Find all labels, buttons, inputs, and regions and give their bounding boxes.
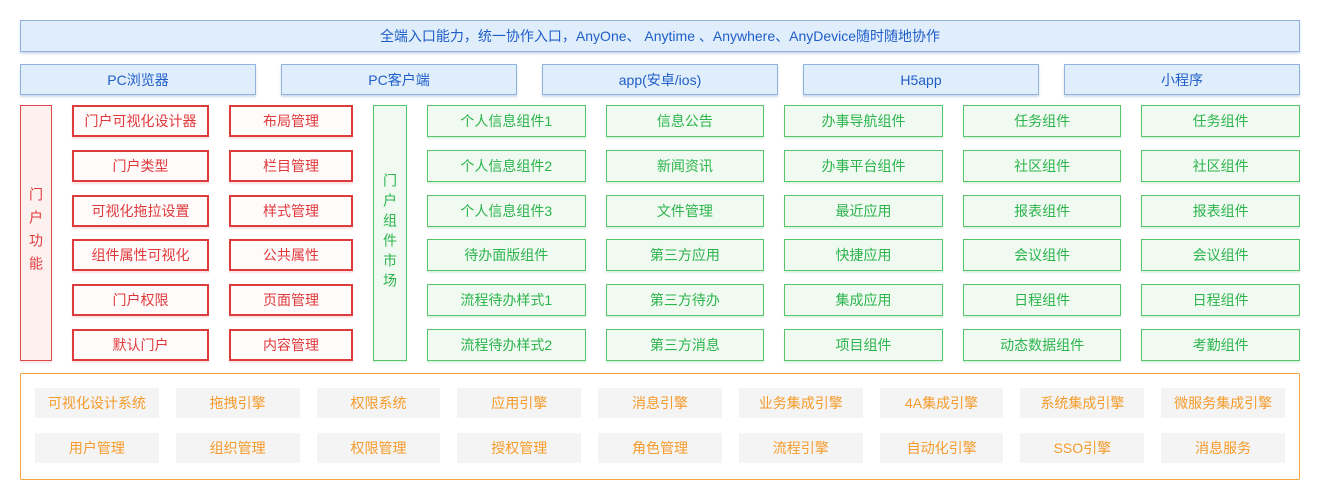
component-box: 办事平台组件 — [784, 149, 943, 182]
foundation-row-2: 用户管理组织管理权限管理授权管理角色管理流程引擎自动化引擎 SSO引擎消息服务 — [35, 433, 1286, 463]
foundation-box: 授权管理 — [457, 433, 582, 463]
channel-box: PC客户端 — [281, 64, 517, 95]
component-market-column-1: 个人信息组件1 个人信息组件2 个人信息组件3 待办面版组件流程待办样式1 流程待办样式… — [427, 105, 586, 361]
foundation-box: 业务集成引擎 — [738, 388, 863, 418]
component-box: 个人信息组件1 — [427, 105, 586, 137]
foundation-box: 权限管理 — [316, 433, 441, 463]
foundation-box: 微服务集成引擎 — [1161, 388, 1286, 418]
component-box: 第三方应用 — [605, 239, 765, 272]
component-box: 日程组件 — [962, 284, 1122, 317]
foundation-box: 拖拽引擎 — [175, 388, 300, 418]
channel-row: PC浏览器 PC客户端 app(安卓/ios) H5app 小程序 — [20, 64, 1300, 95]
portal-function-box: 页面管理 — [229, 284, 353, 317]
portal-section: 门户功能 门户可视化设计器门户类型可视化拖拉设置组件属性可视化门户权限默认门户 … — [20, 105, 1300, 361]
portal-function-box: 内容管理 — [229, 328, 353, 361]
portal-function-box: 栏目管理 — [229, 149, 353, 182]
component-box: 办事导航组件 — [784, 105, 943, 137]
component-market-column-2: 信息公告新闻资讯文件管理第三方应用第三方待办第三方消息 — [605, 105, 765, 361]
portal-function-box: 可视化拖拉设置 — [72, 194, 209, 227]
component-box: 新闻资讯 — [605, 149, 765, 182]
component-box: 动态数据组件 — [962, 328, 1122, 361]
component-box: 任务组件 — [1141, 105, 1300, 137]
component-box: 待办面版组件 — [427, 239, 586, 272]
component-box: 日程组件 — [1141, 284, 1300, 317]
channel-box: app(安卓/ios) — [542, 64, 778, 95]
foundation-row-1: 可视化设计系统拖拽引擎权限系统应用引擎消息引擎业务集成引擎 4A集成引擎系统集成引… — [35, 388, 1286, 418]
component-box: 个人信息组件2 — [427, 149, 586, 182]
component-box: 第三方消息 — [605, 328, 765, 361]
foundation-box: 流程引擎 — [738, 433, 863, 463]
component-box: 流程待办样式2 — [427, 328, 586, 361]
portal-function-box: 组件属性可视化 — [72, 239, 209, 272]
channel-box: H5app — [803, 64, 1039, 95]
component-market-column-3: 办事导航组件办事平台组件最近应用快捷应用集成应用项目组件 — [784, 105, 943, 361]
foundation-box: 自动化引擎 — [879, 433, 1004, 463]
foundation-box: 消息引擎 — [598, 388, 722, 418]
foundation-box: 消息服务 — [1161, 433, 1286, 463]
portal-functions-column-1: 门户可视化设计器门户类型可视化拖拉设置组件属性可视化门户权限默认门户 — [72, 105, 209, 361]
component-box: 报表组件 — [962, 194, 1122, 227]
component-box: 报表组件 — [1141, 194, 1300, 227]
channel-box: PC浏览器 — [20, 64, 256, 95]
portal-function-box: 公共属性 — [229, 239, 353, 272]
foundation-box: 应用引擎 — [457, 388, 582, 418]
portal-functions-bar: 门户功能 — [20, 105, 52, 361]
component-box: 流程待办样式1 — [427, 284, 586, 317]
foundation-box: 权限系统 — [316, 388, 441, 418]
component-box: 会议组件 — [962, 239, 1122, 272]
portal-function-box: 样式管理 — [229, 194, 353, 227]
foundation-box: SSO引擎 — [1020, 433, 1145, 463]
foundation-box: 系统集成引擎 — [1020, 388, 1145, 418]
channel-box: 小程序 — [1064, 64, 1300, 95]
component-market-column-5: 任务组件社区组件报表组件会议组件日程组件考勤组件 — [1141, 105, 1300, 361]
component-box: 项目组件 — [784, 328, 943, 361]
component-box: 任务组件 — [962, 105, 1122, 137]
portal-function-box: 门户类型 — [72, 149, 209, 182]
component-box: 信息公告 — [605, 105, 765, 137]
component-box: 个人信息组件3 — [427, 194, 586, 227]
component-box: 社区组件 — [962, 149, 1122, 182]
top-banner: 全端入口能力，统一协作入口，AnyOne、 Anytime 、Anywhere、… — [20, 20, 1300, 52]
portal-functions-column-2: 布局管理栏目管理样式管理公共属性页面管理内容管理 — [229, 105, 353, 361]
foundation-box: 可视化设计系统 — [35, 388, 159, 418]
top-banner-text: 全端入口能力，统一协作入口，AnyOne、 Anytime 、Anywhere、… — [379, 28, 941, 44]
foundation-box: 组织管理 — [175, 433, 300, 463]
component-box: 集成应用 — [784, 284, 943, 317]
foundation-box: 用户管理 — [35, 433, 159, 463]
component-market-column-4: 任务组件社区组件报表组件会议组件日程组件动态数据组件 — [962, 105, 1122, 361]
portal-function-box: 门户权限 — [72, 284, 209, 317]
foundation-box: 角色管理 — [598, 433, 722, 463]
component-box: 文件管理 — [605, 194, 765, 227]
component-box: 会议组件 — [1141, 239, 1300, 272]
component-market-bar: 门户组件市场 — [373, 105, 407, 361]
component-box: 第三方待办 — [605, 284, 765, 317]
foundation-box: 4A集成引擎 — [879, 388, 1004, 418]
component-market-bar-label: 门户组件市场 — [382, 173, 398, 293]
portal-function-box: 布局管理 — [229, 105, 353, 137]
component-box: 社区组件 — [1141, 149, 1300, 182]
component-box: 最近应用 — [784, 194, 943, 227]
component-box: 快捷应用 — [784, 239, 943, 272]
portal-functions-bar-label: 门户功能 — [28, 187, 44, 279]
foundation-section: 可视化设计系统拖拽引擎权限系统应用引擎消息引擎业务集成引擎 4A集成引擎系统集成引… — [20, 373, 1300, 480]
portal-function-box: 门户可视化设计器 — [72, 105, 209, 137]
component-box: 考勤组件 — [1141, 328, 1300, 361]
portal-function-box: 默认门户 — [72, 328, 209, 361]
